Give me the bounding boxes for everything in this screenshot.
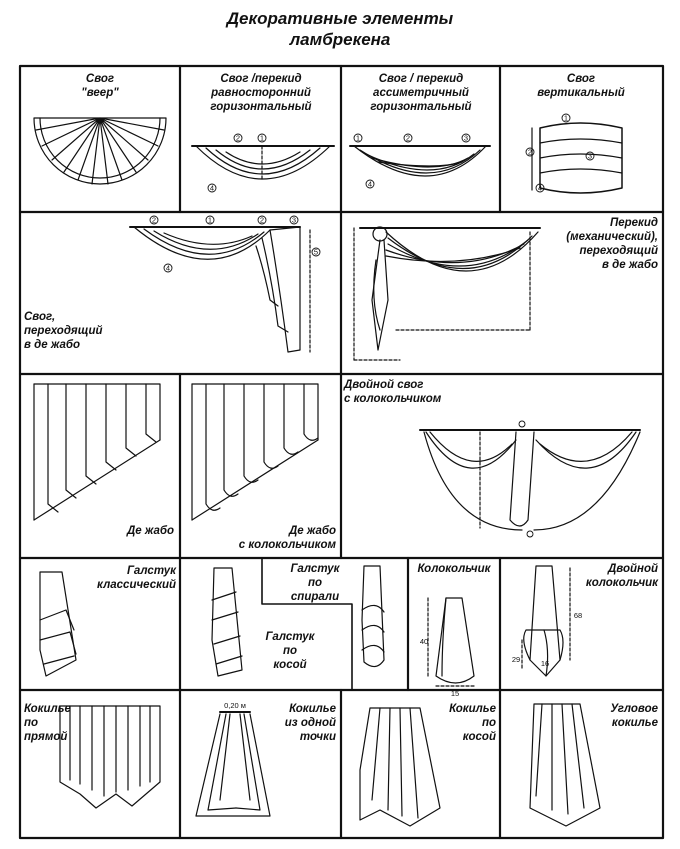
dim-16: 16 — [541, 659, 549, 668]
mark-3: 3 — [464, 134, 468, 143]
mark-2: 2 — [528, 148, 532, 157]
swag-asym-drawing — [349, 133, 491, 189]
mark-3: 3 — [292, 216, 296, 225]
dim-15: 15 — [451, 689, 459, 698]
grid-lines — [18, 64, 665, 840]
label-coquille-straight: Кокилье по прямой — [24, 703, 71, 743]
double-swag-drawing — [419, 420, 641, 538]
double-bell-drawing — [521, 565, 571, 677]
mark-4: 4 — [538, 184, 542, 193]
mark-4: 4 — [210, 184, 214, 193]
tie-bias-drawing — [211, 567, 243, 677]
fan-swag-drawing — [33, 117, 167, 185]
mark-2: 2 — [406, 134, 410, 143]
tie-classic-drawing — [39, 571, 77, 677]
label-tie-spiral: Галстук по спирали — [290, 563, 340, 603]
mark-1: 1 — [260, 134, 264, 143]
mark-3: 3 — [588, 152, 592, 161]
mark-4: 4 — [166, 264, 170, 273]
label-double-bell: Двойной колокольчик — [585, 563, 658, 589]
page-title-line2: ламбрекена — [289, 30, 391, 49]
coquille-straight-drawing — [59, 705, 161, 809]
tie-spiral-drawing — [361, 565, 385, 668]
mark-1: 1 — [208, 216, 212, 225]
label-swag-equal: Свог /перекид равносторонний горизонталь… — [210, 73, 312, 113]
label-swag-asym: Свог / перекид ассиметричный горизонталь… — [370, 73, 472, 113]
label-swag-dejabot: Свог, переходящий в де жабо — [24, 311, 103, 351]
label-tie-classic: Галстук классический — [97, 565, 176, 591]
dim-width: 0,20 м — [224, 701, 246, 710]
label-double-swag: Двойной свог с колокольчиком — [344, 379, 442, 405]
label-swag-fan: Свог "веер" — [81, 73, 119, 99]
mark-1: 1 — [356, 134, 360, 143]
label-perekid: Перекид (механический), переходящий в де… — [566, 217, 658, 271]
label-coquille-bias: Кокилье по косой — [449, 703, 496, 743]
coquille-corner-drawing — [529, 703, 601, 827]
dim-29: 29 — [512, 655, 520, 664]
coquille-bias-drawing — [359, 707, 441, 827]
label-coquille-point: Кокилье из одной точки — [284, 703, 336, 743]
bell-drawing — [427, 597, 475, 687]
mark-1: 1 — [564, 114, 568, 123]
swag-dejabot-drawing — [129, 215, 321, 353]
label-swag-vertical: Свог вертикальный — [537, 73, 625, 99]
label-bell: Колокольчик — [417, 563, 491, 575]
swag-vertical-drawing — [525, 113, 623, 194]
mark-2: 2 — [236, 134, 240, 143]
page-title-line1: Декоративные элементы — [226, 9, 454, 28]
swag-equal-drawing — [191, 133, 335, 193]
mark-5: 5 — [314, 248, 318, 257]
dim-68: 68 — [574, 611, 582, 620]
perekid-drawing — [353, 226, 541, 361]
label-tie-bias: Галстук по косой — [265, 631, 315, 671]
mark-4: 4 — [368, 180, 372, 189]
mark-2: 2 — [152, 216, 156, 225]
label-dejabot-bell: Де жабо с колокольчиком — [238, 525, 336, 551]
page-title: Декоративные элементы ламбрекена — [0, 8, 680, 50]
mark-2: 2 — [260, 216, 264, 225]
coquille-point-drawing — [195, 711, 271, 817]
label-coquille-corner: Угловое кокилье — [610, 703, 658, 729]
dim-40: 40 — [420, 637, 428, 646]
dejabot-drawing — [33, 383, 161, 521]
dejabot-bell-drawing — [191, 383, 319, 521]
label-dejabot: Де жабо — [126, 525, 174, 537]
